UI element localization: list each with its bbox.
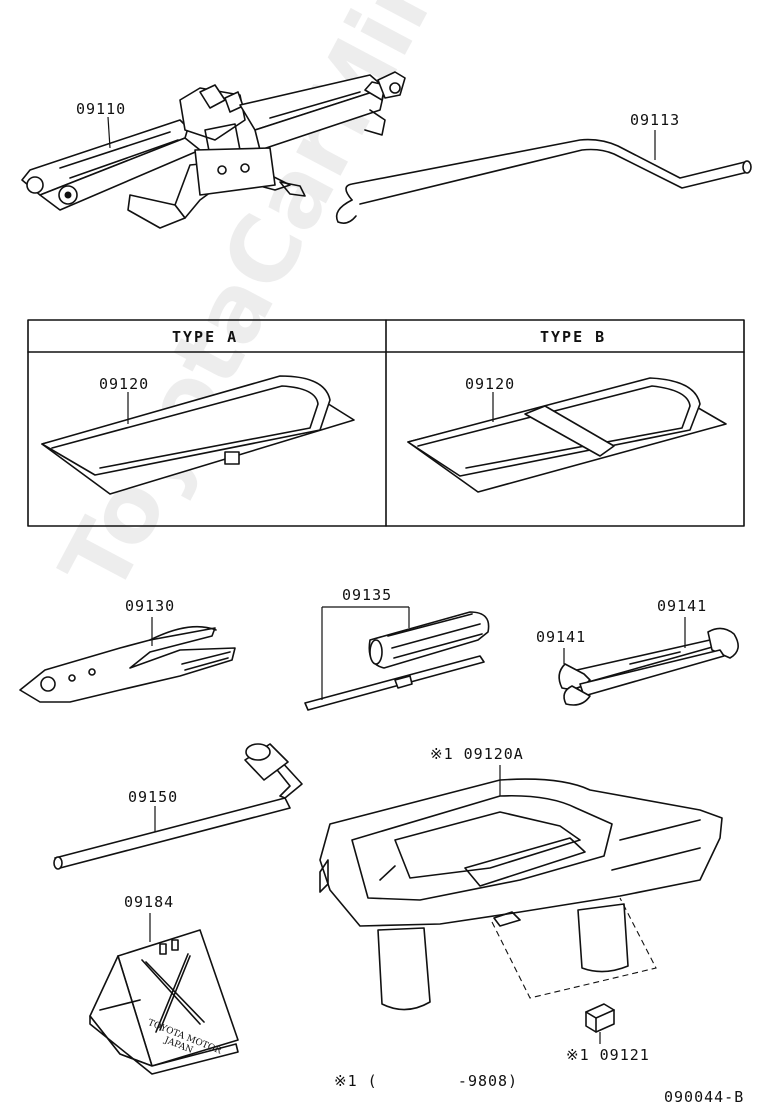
tool-bag-table — [27, 319, 745, 527]
type-b-header: TYPE B — [540, 328, 607, 346]
tool-bag-type-b-drawing — [407, 377, 727, 493]
part-label-09135: 09135 — [342, 586, 393, 604]
type-a-header: TYPE A — [172, 328, 239, 346]
handle-rod-drawing — [335, 138, 752, 224]
part-label-09110: 09110 — [76, 100, 127, 118]
part-label-09120A: ※1 09120A — [430, 745, 524, 763]
wheel-chock-drawing — [89, 929, 239, 1075]
part-label-09184: 09184 — [124, 893, 175, 911]
pliers-drawing — [19, 625, 236, 703]
leader-bracket-09135 — [321, 606, 410, 700]
part-label-09141-left: 09141 — [536, 628, 587, 646]
part-label-09120-type-a: 09120 — [99, 375, 150, 393]
wrenches-drawing — [558, 627, 739, 706]
lug-wrench-drawing — [53, 743, 303, 870]
part-label-09113: 09113 — [630, 111, 681, 129]
part-label-09130: 09130 — [125, 597, 176, 615]
leader-09110 — [107, 116, 111, 149]
footnote: ※1 ( -9808) — [334, 1072, 519, 1090]
part-label-09121: ※1 09121 — [566, 1046, 650, 1064]
small-block-drawing — [585, 1003, 615, 1033]
jack-drawing — [21, 71, 406, 229]
screwdriver-drawing — [304, 611, 490, 711]
tool-bag-type-a-drawing — [41, 375, 355, 495]
dashed-link-09121 — [491, 897, 657, 999]
part-label-09141-right: 09141 — [657, 597, 708, 615]
part-label-09120-type-b: 09120 — [465, 375, 516, 393]
part-label-09150: 09150 — [128, 788, 179, 806]
tool-tray-drawing — [319, 778, 723, 1011]
diagram-code: 090044-B — [664, 1088, 745, 1106]
